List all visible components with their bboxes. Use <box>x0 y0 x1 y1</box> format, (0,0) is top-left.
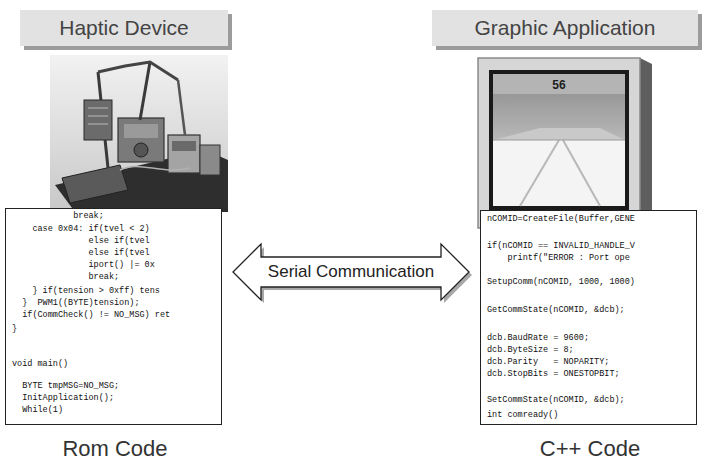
code-line: SetCommState(nCOMID, &dcb); <box>487 395 625 405</box>
double-block-arrow <box>233 244 469 300</box>
code-listing: nCOMID=CreateFile(Buffer,GENE if(nCOMID =… <box>480 210 697 425</box>
code-line: While(1) <box>12 405 63 415</box>
title-box: Graphic Application <box>432 10 698 46</box>
code-line: SetupComm(nCOMID, 1000, 1000) <box>487 277 635 287</box>
screen-number: 56 <box>552 78 565 92</box>
caption-label: C++ Code <box>540 436 640 462</box>
code-line: if(CommCheck() != NO_MSG) ret <box>12 310 170 320</box>
code-line: } <box>12 324 17 334</box>
code-line: dcb.Parity = NOPARITY; <box>487 357 609 367</box>
code-line: int comready() <box>487 410 558 420</box>
code-line: else if(tvel <box>12 236 150 246</box>
code-line: else if(tvel <box>12 248 150 258</box>
code-line: iport() |= 0x <box>12 260 155 270</box>
code-line: nCOMID=CreateFile(Buffer,GENE <box>487 214 635 224</box>
code-listing: break; case 0x04: if(tvel < 2) else if(t… <box>5 208 222 425</box>
title-text: Haptic Device <box>59 16 189 40</box>
code-line: InitApplication(); <box>12 393 114 403</box>
code-line: } PWM1((BYTE)tension); <box>12 298 140 308</box>
code-line: void main() <box>12 359 68 369</box>
code-line: case 0x04: if(tvel < 2) <box>12 224 150 234</box>
monitor-illustration <box>478 58 652 232</box>
code-line: break; <box>12 211 104 221</box>
code-line: dcb.ByteSize = 8; <box>487 345 574 355</box>
code-line: dcb.StopBits = ONESTOPBIT; <box>487 369 620 379</box>
code-line: dcb.BaudRate = 9600; <box>487 333 589 343</box>
code-line: if(nCOMID == INVALID_HANDLE_V <box>487 241 635 251</box>
title-box: Haptic Device <box>20 10 228 46</box>
edge-label: Serial Communication <box>267 262 435 282</box>
caption-label: Rom Code <box>62 436 167 462</box>
code-line: break; <box>12 272 119 282</box>
code-line: printf("ERROR : Port ope <box>487 253 630 263</box>
title-text: Graphic Application <box>475 16 656 40</box>
code-line: } if(tension > 0xff) tens <box>12 286 160 296</box>
code-line: GetCommState(nCOMID, &dcb); <box>487 305 625 315</box>
device-photo <box>50 55 228 212</box>
code-line: BYTE tmpMSG=NO_MSG; <box>12 381 119 391</box>
